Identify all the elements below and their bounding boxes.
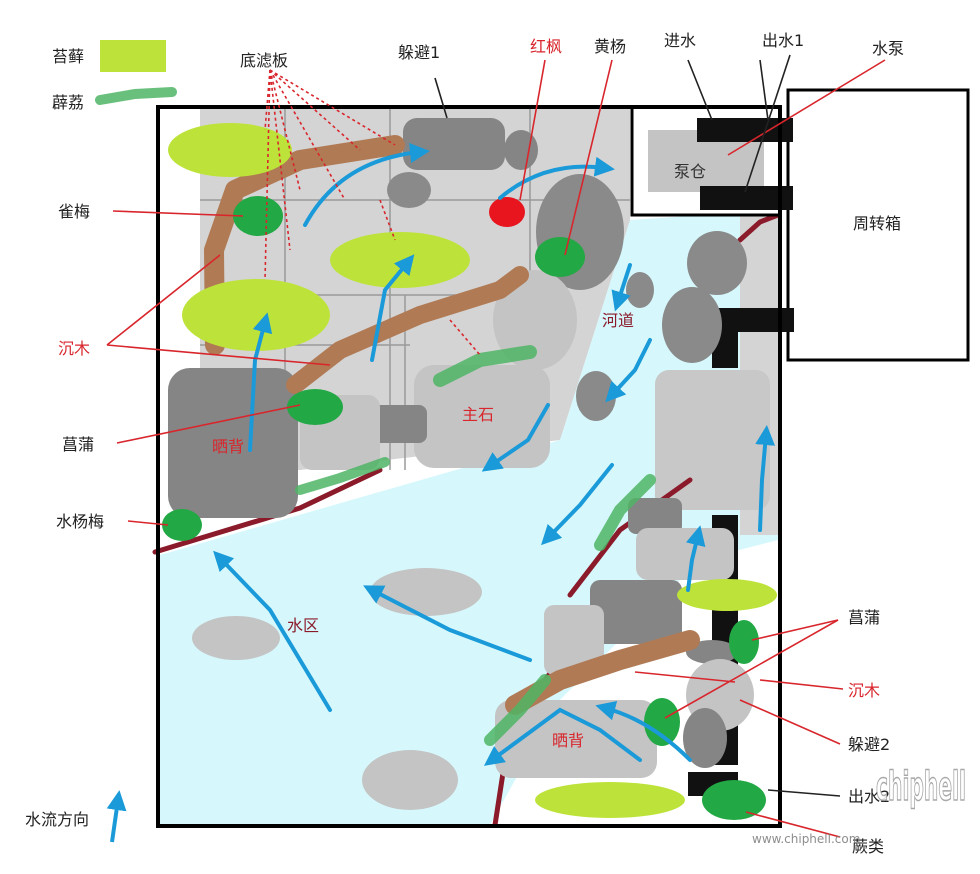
watermark: chiphell www.chiphell.com: [752, 763, 967, 846]
label-hide2: 躲避2: [848, 735, 890, 754]
leader-lines-red: [106, 59, 886, 838]
fern-2: [295, 457, 390, 495]
main-stone: [414, 365, 550, 468]
label-queque: 雀梅: [58, 202, 90, 221]
label-water-out1: 出水1: [762, 31, 804, 50]
rock-right-top: [687, 231, 747, 295]
label-water-area: 水区: [287, 616, 319, 635]
bask-rock-left: [168, 368, 298, 518]
rock-river-lower: [576, 371, 616, 421]
label-huangyang: 黄杨: [594, 37, 626, 56]
rock-right-mid: [662, 287, 722, 363]
legend-moss-label: 苔藓: [52, 47, 84, 66]
pump-chamber-label: 泵仓: [674, 162, 706, 181]
fern-3: [594, 474, 656, 551]
turnover-box: [786, 88, 970, 362]
label-water-out2: 出水2: [848, 787, 890, 806]
label-pump: 水泵: [872, 39, 904, 58]
water-stone-3: [362, 750, 458, 810]
hide2-dark: [683, 708, 727, 768]
label-water-in: 进水: [664, 31, 696, 50]
rock-br-2: [590, 580, 682, 644]
label-bask-bottom: 晒背: [552, 731, 584, 750]
legend-flow-label: 水流方向: [25, 810, 89, 829]
rock-br-light2: [544, 605, 604, 675]
label-changpu-left: 菖蒲: [62, 435, 94, 454]
flow-arrows: [213, 143, 776, 766]
small-rock-river: [626, 272, 654, 308]
label-bask-left: 晒背: [212, 437, 244, 456]
label-filter-plate: 底滤板: [240, 51, 288, 70]
label-red-maple: 红枫: [530, 37, 562, 56]
plants: [162, 196, 766, 820]
leader-lines-dark: [434, 54, 841, 797]
ferns: [295, 345, 656, 746]
labels: 底滤板 躲避1 红枫 黄杨 进水 出水1 水泵 雀梅 沉木 菖蒲 水杨梅 河道 …: [56, 31, 904, 856]
legend-moss-swatch: [100, 40, 166, 72]
shuiyangmei-plant: [162, 509, 202, 541]
label-hide1: 躲避1: [398, 43, 440, 62]
hide1-round: [504, 130, 538, 170]
moss-4: [677, 579, 777, 611]
turnover-box-label: 周转箱: [853, 214, 901, 233]
changpu-left-plant: [287, 389, 343, 425]
legend-fern-label: 薜荔: [52, 93, 84, 112]
driftwood-middle: [286, 266, 529, 394]
queque-plant: [233, 196, 283, 236]
fern-1: [433, 345, 537, 387]
moss-2: [330, 232, 470, 288]
water-stone-1: [370, 568, 482, 616]
light-rock-mid: [493, 270, 577, 370]
small-rock-top: [387, 172, 431, 208]
driftwood-left: [204, 135, 405, 355]
tank-outline: [156, 105, 782, 828]
inlet-pipe: [697, 118, 793, 142]
rock-br-light: [636, 528, 734, 580]
fern-4: [484, 674, 551, 746]
label-changpu-right: 菖蒲: [848, 608, 880, 627]
moss-5: [535, 782, 685, 818]
label-shuiyangmei: 水杨梅: [56, 512, 104, 531]
label-river: 河道: [602, 311, 634, 330]
watermark-url: www.chiphell.com: [752, 832, 860, 846]
hide2-flat: [686, 640, 738, 664]
hide1-rock: [403, 118, 505, 170]
red-maple: [489, 197, 525, 227]
watermark-logo: chiphell: [876, 764, 966, 810]
small-rock-main: [372, 405, 427, 443]
legend-fern-swatch: [95, 87, 177, 105]
legend-flow-arrow: [106, 790, 127, 843]
water-area: [160, 210, 778, 825]
label-fern-bottom: 蕨类: [852, 837, 884, 856]
water-stone-2: [192, 616, 280, 660]
outlet1-pipe: [700, 186, 793, 210]
changpu-right-plant: [729, 620, 759, 664]
moss-3: [182, 279, 330, 351]
moss-1: [168, 123, 292, 177]
legend: 苔藓 薜荔 水流方向: [25, 40, 177, 843]
label-driftwood-right: 沉木: [848, 681, 880, 700]
right-rock-panel: [655, 370, 770, 510]
fern-bottom-plant: [702, 780, 766, 820]
changpu-right-plant-2: [644, 698, 680, 746]
label-main-stone: 主石: [462, 405, 494, 424]
label-driftwood-left: 沉木: [58, 339, 90, 358]
huangyang-plant: [535, 237, 585, 277]
rock-br-1: [628, 498, 682, 534]
